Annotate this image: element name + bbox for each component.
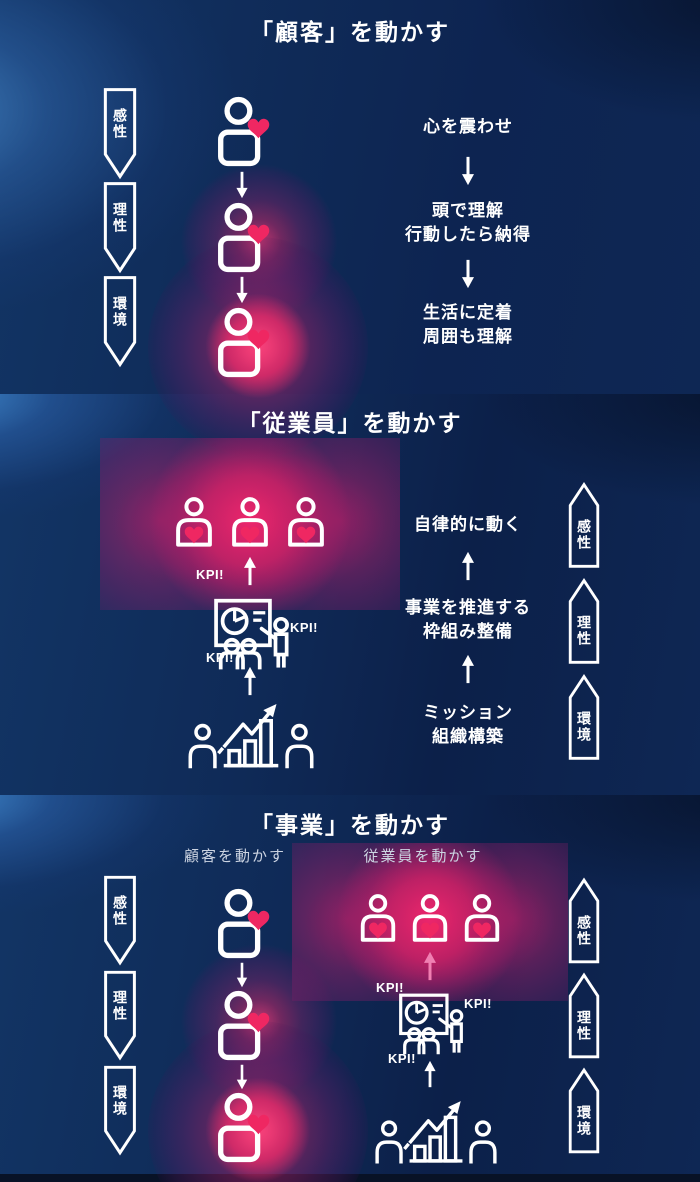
banner-reason: 理性 <box>103 970 137 1061</box>
section-employee-title: 「従業員」を動かす <box>237 410 463 436</box>
banner-environment: 環境 <box>103 1065 137 1156</box>
employee-person-heart-icon <box>172 497 216 549</box>
up-arrow-icon <box>459 654 477 684</box>
customer-person-heart-icon <box>210 888 274 959</box>
section-business-title: 「事業」を動かす <box>250 812 450 838</box>
bar-chart-growth-icon <box>185 680 317 772</box>
banner-label: 感性 <box>112 894 128 927</box>
employee-step-3: ミッション 組織構築 <box>423 703 513 746</box>
kpi-label: KPI! <box>388 1051 416 1066</box>
customer-step-1: 心を震わせ <box>423 117 513 136</box>
customer-step-3: 生活に定着 周囲も理解 <box>423 303 513 346</box>
sub-label-customer: 顧客を動かす <box>183 848 286 865</box>
banner-label: 理性 <box>112 989 128 1022</box>
employee-person-heart-icon <box>357 894 399 944</box>
customer-person-heart-icon <box>210 307 274 378</box>
customer-step-2: 頭で理解 行動したら納得 <box>405 201 531 244</box>
banner-reason: 理性 <box>568 970 600 1061</box>
down-arrow-icon <box>233 171 251 199</box>
banner-label: 感性 <box>576 519 592 551</box>
down-arrow-icon <box>233 1064 251 1090</box>
customer-person-heart-icon <box>210 1092 274 1163</box>
kpi-label: KPI! <box>196 567 224 582</box>
employee-person-heart-icon <box>409 894 451 944</box>
employee-person-heart-icon <box>228 497 272 549</box>
banner-sensibility: 感性 <box>568 875 600 966</box>
banner-label: 環境 <box>112 295 128 328</box>
banner-sensibility: 感性 <box>103 87 137 180</box>
up-arrow-icon <box>241 556 259 586</box>
banner-reason: 理性 <box>568 575 600 667</box>
banner-environment: 環境 <box>568 671 600 763</box>
banner-label: 感性 <box>576 914 592 947</box>
sub-label-employee: 従業員を動かす <box>363 848 483 865</box>
employee-step-2: 事業を推進する 枠組み整備 <box>405 598 531 641</box>
customer-person-heart-icon <box>210 990 274 1061</box>
employee-person-heart-icon <box>284 497 328 549</box>
banner-label: 環境 <box>576 711 592 743</box>
section-customer-title: 「顧客」を動かす <box>250 19 450 45</box>
customer-person-heart-icon <box>210 96 274 167</box>
employee-step-1: 自律的に動く <box>414 515 522 534</box>
banner-label: 感性 <box>112 107 128 140</box>
banner-environment: 環境 <box>568 1065 600 1156</box>
customer-person-heart-icon <box>210 202 274 273</box>
up-arrow-icon <box>459 551 477 581</box>
employee-person-heart-icon <box>461 894 503 944</box>
down-arrow-icon <box>459 259 477 289</box>
banner-label: 理性 <box>576 615 592 647</box>
down-arrow-icon <box>233 962 251 988</box>
banner-label: 理性 <box>112 201 128 234</box>
down-arrow-icon <box>459 156 477 186</box>
kpi-label: KPI! <box>376 980 404 995</box>
kpi-label: KPI! <box>290 620 318 635</box>
kpi-label: KPI! <box>206 650 234 665</box>
bar-chart-growth-icon <box>372 1078 500 1167</box>
kpi-label: KPI! <box>464 996 492 1011</box>
banner-label: 環境 <box>112 1084 128 1117</box>
banner-environment: 環境 <box>103 275 137 368</box>
banner-sensibility: 感性 <box>103 875 137 966</box>
banner-label: 環境 <box>576 1104 592 1137</box>
up-arrow-icon <box>421 951 439 981</box>
banner-sensibility: 感性 <box>568 479 600 571</box>
banner-label: 理性 <box>576 1009 592 1042</box>
down-arrow-icon <box>233 276 251 304</box>
presentation-icon <box>398 992 472 1059</box>
banner-reason: 理性 <box>103 181 137 274</box>
